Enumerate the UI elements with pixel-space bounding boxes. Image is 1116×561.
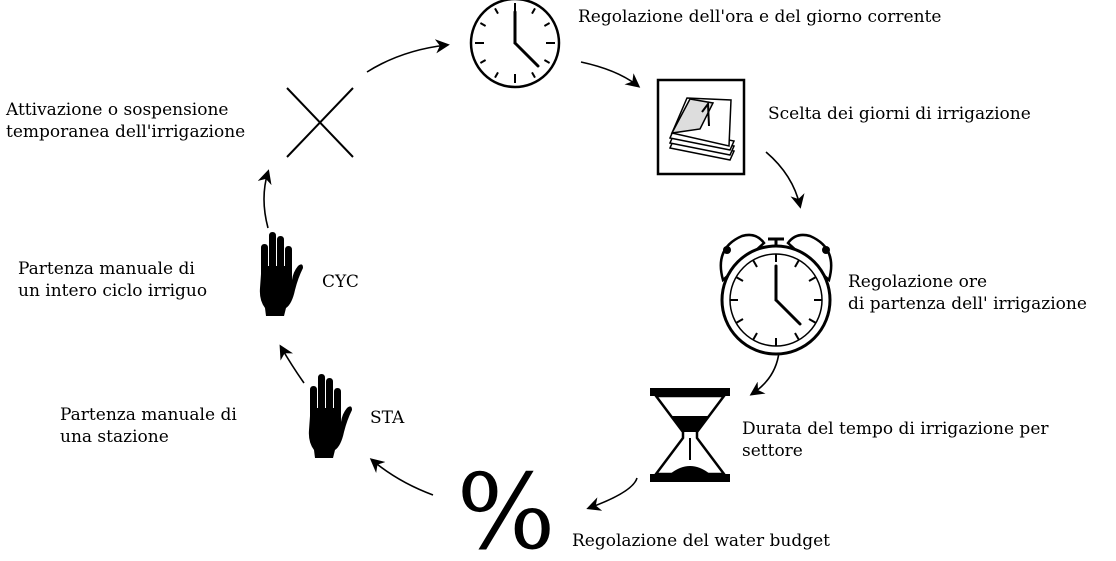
cycle-arrows bbox=[257, 39, 805, 511]
arrow-hourglass-to-percent bbox=[586, 477, 638, 511]
calendar-icon bbox=[656, 78, 746, 176]
label-calendar: Scelta dei giorni di irrigazione bbox=[768, 104, 1031, 124]
hand-cyc-icon bbox=[259, 232, 303, 316]
label-sta-tag: STA bbox=[370, 408, 405, 428]
label-cross-2: temporanea dell'irrigazione bbox=[6, 122, 246, 142]
hourglass-icon bbox=[650, 388, 730, 482]
cross-icon bbox=[286, 87, 354, 158]
label-sta-2: una stazione bbox=[60, 427, 169, 447]
hand-sta-icon bbox=[308, 374, 352, 458]
percent-icon: % bbox=[457, 451, 556, 557]
arrow-sta-to-cyc bbox=[279, 344, 305, 384]
alarm-clock-icon bbox=[719, 233, 833, 356]
label-hourglass-2: settore bbox=[742, 441, 803, 461]
arrow-cross-to-clock bbox=[366, 39, 450, 73]
label-cross-1: Attivazione o sospensione bbox=[6, 100, 229, 120]
clock-icon bbox=[469, 0, 561, 89]
label-hourglass-1: Durata del tempo di irrigazione per bbox=[742, 419, 1049, 439]
label-alarm-1: Regolazione ore bbox=[848, 272, 988, 292]
label-cyc-1: Partenza manuale di bbox=[18, 259, 195, 279]
label-clock: Regolazione dell'ora e del giorno corren… bbox=[578, 7, 942, 27]
label-alarm-2: di partenza dell' irrigazione bbox=[848, 294, 1087, 314]
arrow-percent-to-sta bbox=[369, 458, 434, 496]
label-sta-1: Partenza manuale di bbox=[60, 405, 237, 425]
label-cyc-2: un intero ciclo irriguo bbox=[18, 281, 208, 301]
arrow-cyc-to-cross bbox=[257, 169, 272, 229]
arrow-alarm-to-hourglass bbox=[749, 351, 780, 396]
arrow-clock-to-calendar bbox=[580, 61, 641, 88]
label-cyc-tag: CYC bbox=[322, 272, 359, 292]
label-percent: Regolazione del water budget bbox=[572, 531, 830, 551]
arrow-calendar-to-alarm bbox=[765, 151, 805, 209]
